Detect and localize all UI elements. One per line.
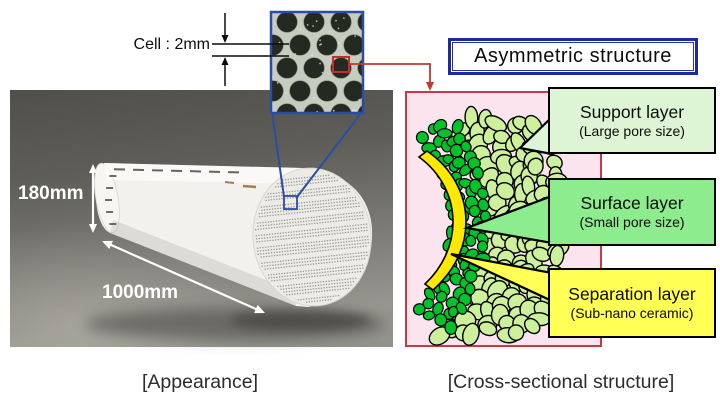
- appearance-photo: [10, 90, 393, 347]
- appearance-caption: [Appearance]: [141, 371, 258, 393]
- length-dimension-label: 1000mm: [102, 282, 179, 303]
- cell-dimension-label: Cell : 2mm: [133, 36, 210, 53]
- asymmetric-structure-title: Asymmetric structure: [452, 42, 694, 71]
- separation-layer-detail: (Sub-nano ceramic): [570, 305, 694, 321]
- diameter-dimension-label: 180mm: [18, 183, 84, 204]
- cross-section-caption: [Cross-sectional structure]: [447, 371, 675, 393]
- support-layer-detail: (Large pore size): [579, 122, 685, 139]
- separation-layer-name: Separation layer: [568, 284, 696, 304]
- callout-pointer-surface: [462, 194, 554, 245]
- support-layer-callout: Support layer (Large pore size): [548, 87, 716, 154]
- red-arrow: [332, 56, 434, 91]
- support-layer-name: Support layer: [579, 101, 685, 122]
- surface-layer-detail: (Small pore size): [579, 214, 685, 230]
- cell-dimension-indicator: [212, 13, 289, 86]
- inset-zoom-source-box: [332, 56, 350, 73]
- separation-layer-arc: [417, 150, 467, 292]
- separation-layer-callout: Separation layer (Sub-nano ceramic): [548, 268, 716, 338]
- asymmetric-structure-title-box: Asymmetric structure: [448, 38, 698, 75]
- callout-pointer-separation: [450, 252, 554, 303]
- surface-layer-name: Surface layer: [580, 193, 684, 213]
- callout-pointers: [450, 114, 554, 303]
- surface-layer-callout: Surface layer (Small pore size): [548, 178, 716, 246]
